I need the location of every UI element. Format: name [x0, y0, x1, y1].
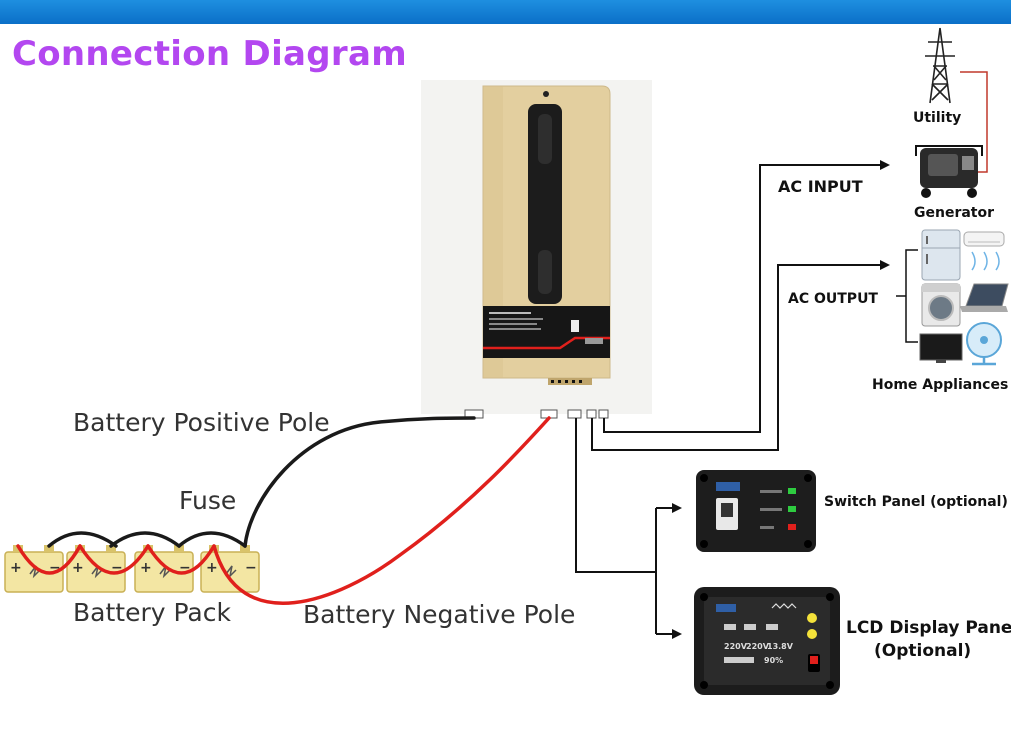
svg-text:−: −: [245, 560, 257, 576]
lcd-readout-2: 220V: [746, 642, 770, 651]
front-label-plate: [483, 306, 610, 358]
battery-series-links: [16, 531, 247, 575]
fridge-icon: [921, 229, 961, 281]
appliances-bracket: [896, 249, 918, 343]
switch-panel-label: Switch Panel (optional): [824, 494, 1008, 510]
tv-icon: [919, 333, 963, 363]
laptop-icon: [960, 283, 1009, 312]
fan-icon: [966, 322, 1002, 366]
ac-input-label: AC INPUT: [778, 177, 863, 196]
air-conditioner-icon: [963, 231, 1005, 271]
utility-label: Utility: [913, 110, 962, 126]
svg-text:+: +: [140, 560, 152, 576]
svg-text:+: +: [72, 560, 84, 576]
washing-machine-icon: [921, 283, 961, 327]
lcd-readout-1: 220V: [724, 642, 748, 651]
ac-wires: [575, 160, 890, 639]
negative-wire: [212, 416, 551, 605]
battery-positive-label: Battery Positive Pole: [73, 408, 330, 437]
lcd-display-panel: [694, 587, 840, 695]
utility-tower-icon: [925, 27, 955, 104]
fuse-label: Fuse: [179, 486, 237, 515]
header-bar: [0, 0, 1011, 24]
generator-icon: [915, 145, 983, 198]
battery-negative-label: Battery Negative Pole: [303, 600, 576, 629]
lcd-panel-label-line2: (Optional): [874, 641, 972, 661]
lcd-panel-label-line1: LCD Display Panel: [846, 618, 1011, 638]
generator-label: Generator: [914, 205, 995, 221]
svg-text:+: +: [10, 560, 22, 576]
svg-text:+: +: [206, 560, 218, 576]
terminal-strip: [548, 378, 592, 385]
svg-text:−: −: [111, 560, 123, 576]
svg-text:−: −: [49, 560, 61, 576]
inverter-unit: [482, 85, 611, 385]
ac-output-label: AC OUTPUT: [788, 291, 878, 307]
positive-wire: [243, 416, 476, 548]
home-appliances-label: Home Appliances: [872, 377, 1009, 393]
diagram-title: Connection Diagram: [12, 34, 407, 74]
lcd-readout-3: 13.8V: [767, 642, 794, 651]
carry-handle: [528, 104, 562, 304]
lcd-readout-4: 90%: [764, 656, 783, 665]
switch-panel: [696, 470, 816, 552]
battery-pack-label: Battery Pack: [73, 598, 231, 627]
svg-text:−: −: [179, 560, 191, 576]
